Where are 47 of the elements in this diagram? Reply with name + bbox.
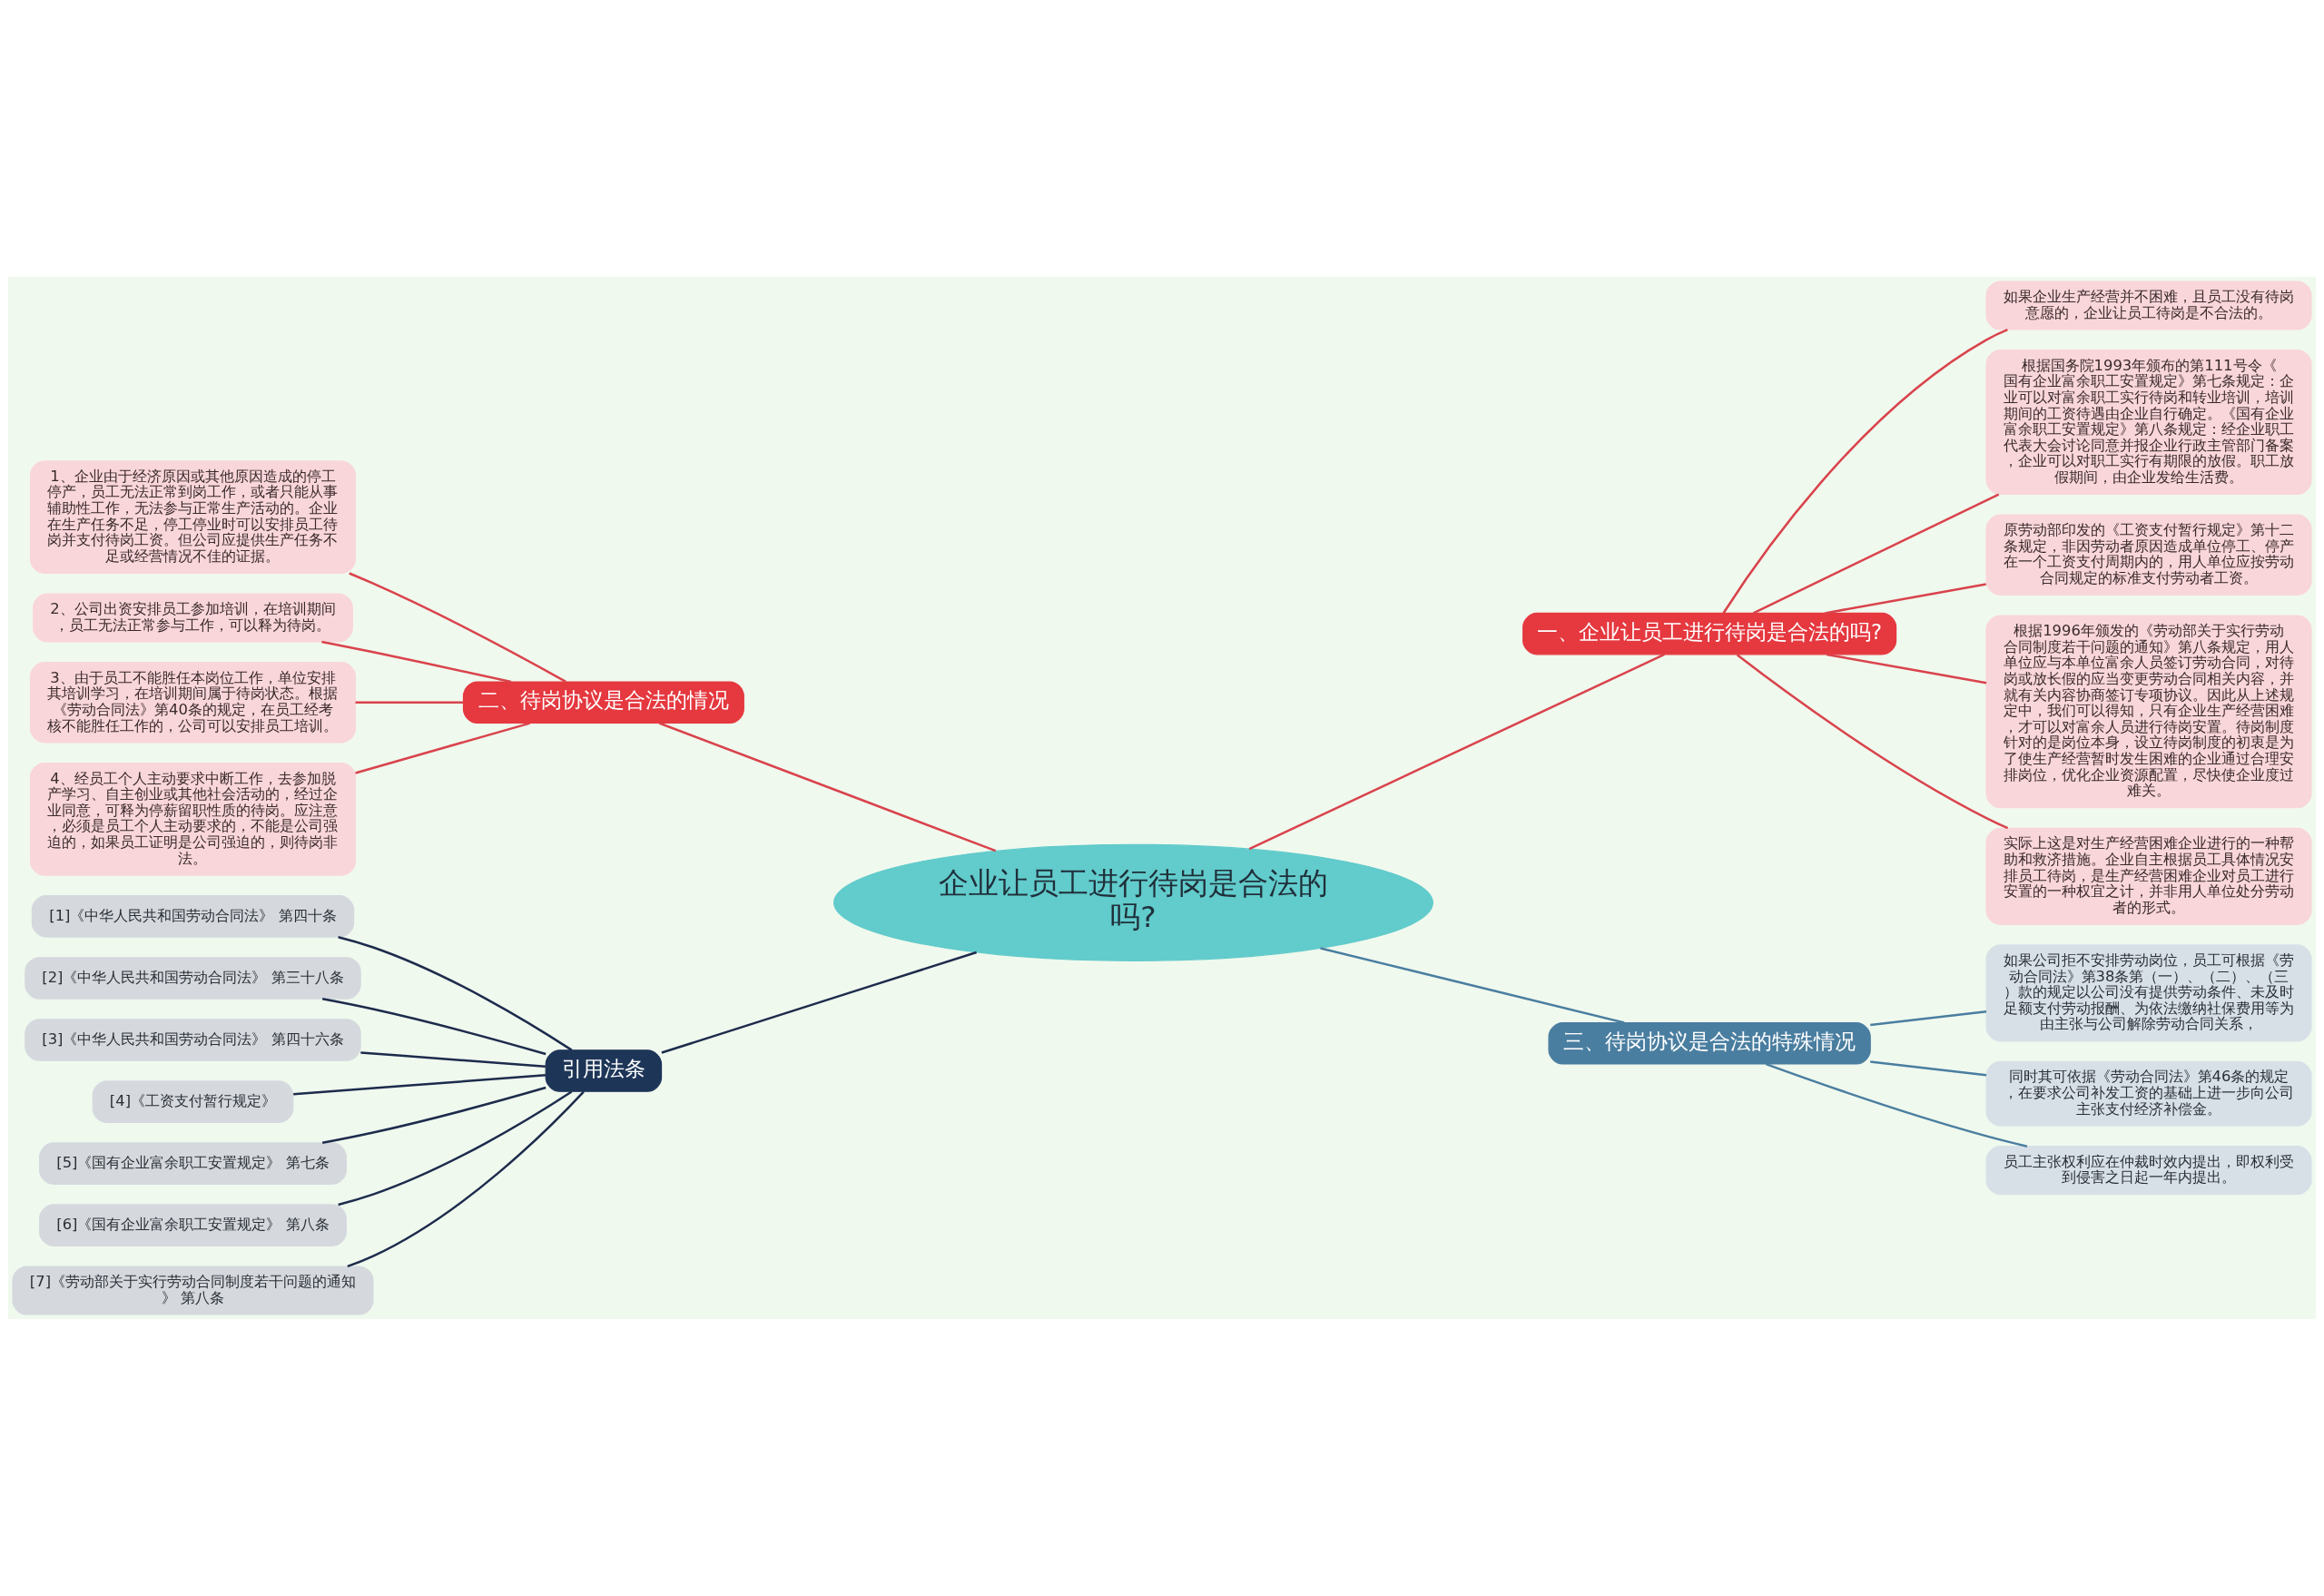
node-box: [7]《劳动部关于实行劳动合同制度若干问题的通知》 第八条 xyxy=(12,1266,374,1315)
connector xyxy=(338,935,573,1051)
node-box: 4、经员工个人主动要求中断工作，去参加脱产学习、自主创业或其他社会活动的，经过企业同意，可释为停薪留职性质的待岗。应注意，必须是员工个人主动要求的，不能是公司强迫的，如果员工证明是公司强迫的，则待岗非法。 xyxy=(29,762,357,876)
connector xyxy=(355,701,464,704)
connector xyxy=(1766,1062,2028,1148)
connector xyxy=(293,1074,547,1096)
connector xyxy=(1722,328,2008,614)
connector xyxy=(349,572,566,683)
node-box: [5]《国有企业富余职工安置规定》 第七条 xyxy=(39,1142,347,1185)
node-ellipse: 企业让员工进行待岗是合法的吗? xyxy=(833,843,1433,961)
node-box: 2、公司出资安排员工参加培训，在培训期间，员工无法正常参与工作，可以释为待岗。 xyxy=(33,593,353,643)
node-box: 根据1996年颁发的《劳动部关于实行劳动合同制度若干问题的通知》第八条规定，用人单位应与本单位富余人员签订劳动合同，对待岗或放长假的应当变更劳动合同相关内容，并就有关内容协商签订专项协议。因此从上述规定中，我们可以得知，只有企业生产经营困难，才可以对富余人员进行待岗安置。待岗制度针对的是岗位本身，设立待岗制度的初衷是为了使生产经营暂时发生困难的企业通过合理安排岗位，优化企业资源配置，尽快使企业度过难关。 xyxy=(1985,615,2312,809)
node-box: 同时其可依据《劳动合同法》第46条的规定，在要求公司补发工资的基础上进一步向公司主张支付经济补偿金。 xyxy=(1985,1060,2312,1127)
connector xyxy=(355,722,531,774)
connector xyxy=(1826,653,1987,685)
connector xyxy=(1870,1010,1987,1027)
connector xyxy=(1320,947,1625,1024)
connector xyxy=(658,722,997,852)
node-box: 引用法条 xyxy=(545,1049,663,1092)
node-box: 实际上这是对生产经营困难企业进行的一种帮助和救济措施。企业自主根据员工具体情况安排员工待岗，是生产经营困难企业对员工进行安置的一种权宜之计，并非用人单位处分劳动者的形式。 xyxy=(1985,827,2312,925)
node-box: 3、由于员工不能胜任本岗位工作，单位安排其培训学习，在培训期间属于待岗状态。根据《劳动合同法》第40条的规定，在员工经考核不能胜任工作的，公司可以安排员工培训。 xyxy=(29,662,357,744)
node-box: [2]《中华人民共和国劳动合同法》 第三十八条 xyxy=(25,957,361,1000)
node-box: 原劳动部印发的《工资支付暂行规定》第十二条规定，非因劳动者原因造成单位停工、停产在一个工资支付周期内的，用人单位应按劳动合同规定的标准支付劳动者工资。 xyxy=(1985,514,2312,596)
node-box: [1]《中华人民共和国劳动合同法》 第四十条 xyxy=(31,895,355,938)
connector xyxy=(1870,1060,1987,1077)
node-box: 根据国务院1993年颁布的第111号令《国有企业富余职工安置规定》第七条规定：企业可以对富余职工实行待岗和转业培训，培训期间的工资待遇由企业自行确定。《国有企业富余职工安置规定》第八条规定：经企业职工代表大会讨论同意并报企业行政主管部门备案，企业可以对职工实行有期限的放假。职工放假期间，由企业发给生活费。 xyxy=(1985,350,2312,496)
node-box: 一、企业让员工进行待岗是合法的吗? xyxy=(1522,612,1897,655)
connector xyxy=(338,1090,573,1207)
connector xyxy=(1248,653,1665,851)
connector xyxy=(360,1051,546,1069)
connector xyxy=(321,1086,547,1145)
connector xyxy=(1825,583,1986,615)
node-box: 三、待岗协议是合法的特殊情况 xyxy=(1548,1022,1871,1065)
connector xyxy=(321,640,512,684)
connector xyxy=(321,998,547,1056)
node-box: 如果公司拒不安排劳动岗位，员工可根据《劳动合同法》第38条第（一）、（二）、（三）款的规定以公司没有提供劳动条件、未及时足额支付劳动报酬、为依法缴纳社保费用等为由主张与公司解除劳动合同关系， xyxy=(1985,944,2312,1042)
connector xyxy=(1752,493,2000,615)
node-box: 员工主张权利应在仲裁时效内提出，即权利受到侵害之日起一年内提出。 xyxy=(1985,1146,2312,1196)
connector xyxy=(1736,654,2009,830)
connector xyxy=(661,951,978,1054)
connector xyxy=(347,1090,585,1268)
node-box: [6]《国有企业富余职工安置规定》 第八条 xyxy=(39,1204,347,1246)
node-box: [3]《中华人民共和国劳动合同法》 第四十六条 xyxy=(25,1019,361,1061)
node-box: 二、待岗协议是合法的情况 xyxy=(462,681,744,724)
node-box: 1、企业由于经济原因或其他原因造成的停工停产，员工无法正常到岗工作，或者只能从事辅助性工作，无法参与正常生产活动的。企业在生产任务不足，停工停业时可以安排员工待岗并支付待岗工资。但公司应提供生产任务不足或经营情况不佳的证据。 xyxy=(29,460,357,574)
node-box: 如果企业生产经营并不困难，且员工没有待岗意愿的，企业让员工待岗是不合法的。 xyxy=(1985,281,2312,330)
node-box: [4]《工资支付暂行规定》 xyxy=(92,1080,294,1123)
